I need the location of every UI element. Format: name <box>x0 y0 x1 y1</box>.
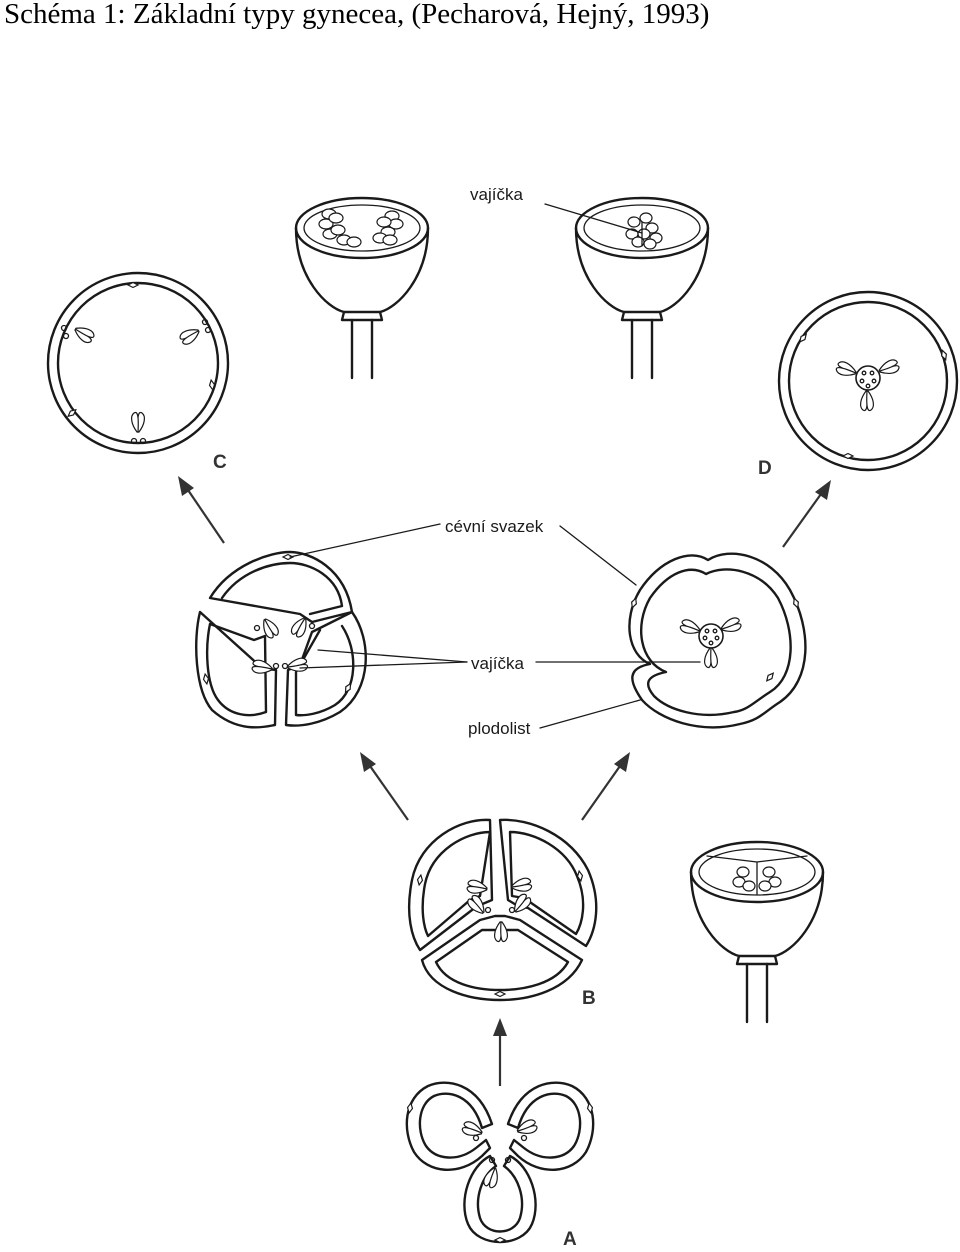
arrow-b-to-middle-left <box>360 752 409 821</box>
cup-parietal <box>294 196 430 380</box>
arrow-middle-left-to-c <box>178 476 225 544</box>
arrow-a-to-b <box>493 1018 507 1086</box>
type-a-diagram <box>405 1081 595 1244</box>
cup-axile <box>689 840 825 1024</box>
arrow-b-to-middle-right <box>581 752 630 821</box>
middle-right-diagram <box>628 552 807 729</box>
label-type-c: C <box>213 452 227 473</box>
type-d-diagram <box>777 290 959 472</box>
page-title: Schéma 1: Základní typy gynecea, (Pechar… <box>4 0 710 30</box>
label-vascular-bundle: cévní svazek <box>445 517 544 536</box>
arrow-middle-right-to-d <box>782 480 831 548</box>
label-carpel: plodolist <box>468 719 531 738</box>
middle-left-diagram <box>195 550 367 729</box>
label-type-d: D <box>758 458 772 479</box>
leader-lines <box>289 203 701 729</box>
type-b-diagram <box>407 818 598 1002</box>
cup-central <box>574 196 710 380</box>
label-type-b: B <box>582 988 596 1009</box>
label-ovules-top: vajíčka <box>470 185 523 204</box>
label-ovules-middle: vajíčka <box>471 654 524 673</box>
type-c-diagram <box>46 271 230 455</box>
label-type-a: A <box>563 1229 577 1250</box>
